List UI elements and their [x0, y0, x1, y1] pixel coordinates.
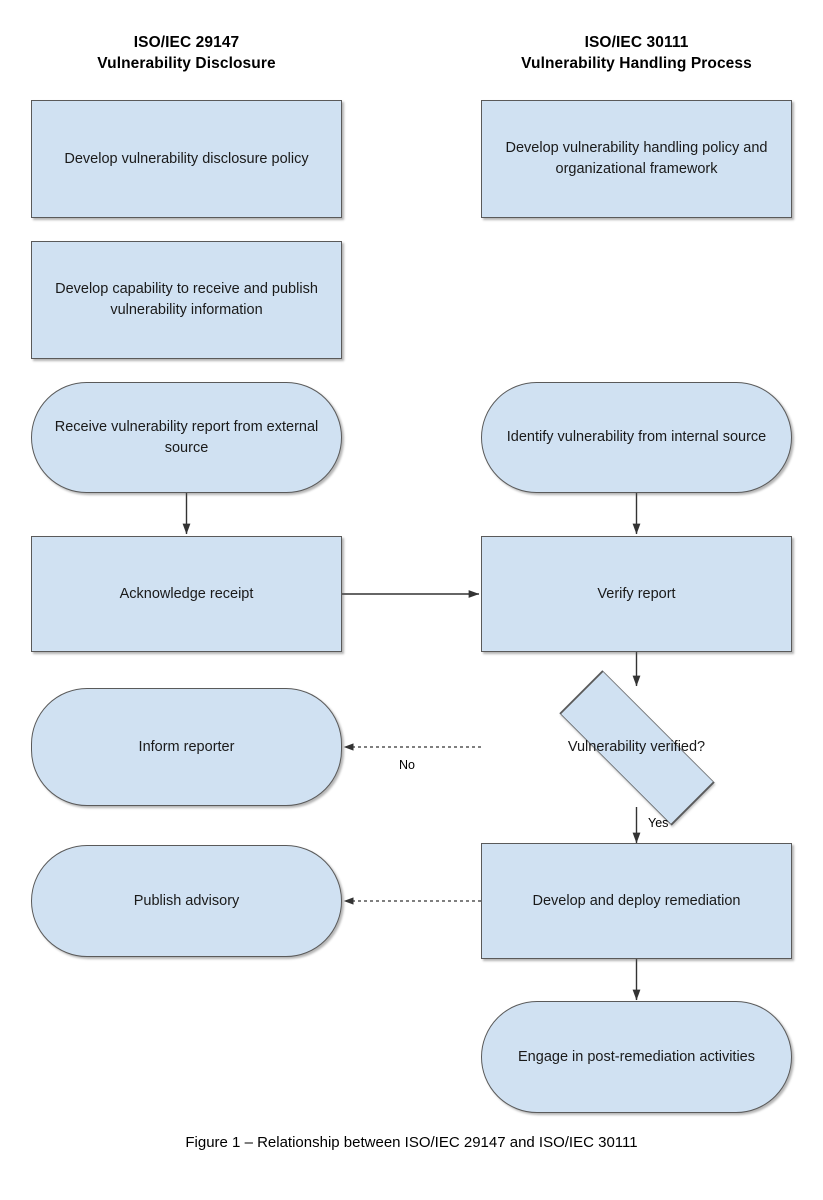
node-develop-remediation-label: Develop and deploy remediation [532, 892, 741, 909]
node-develop-policy-label: Develop vulnerability disclosure policy [64, 150, 309, 167]
edge-label-yes: Yes [648, 816, 669, 830]
node-identify-vulnerability[interactable]: Identify vulnerability from internal sou… [481, 382, 792, 493]
figure-caption: Figure 1 – Relationship between ISO/IEC … [185, 1134, 638, 1151]
column-header-right-title: Vulnerability Handling Process [521, 55, 752, 72]
node-verify-report-label: Verify report [597, 585, 676, 602]
node-acknowledge-receipt[interactable]: Acknowledge receipt [31, 536, 342, 652]
column-header-right: ISO/IEC 30111 Vulnerability Handling Pro… [481, 32, 792, 74]
node-receive-report[interactable]: Receive vulnerability report from extern… [31, 382, 342, 493]
node-develop-capability-label: Develop capability to receive and publis… [55, 281, 318, 318]
column-header-right-standard: ISO/IEC 30111 [584, 34, 689, 51]
node-receive-report-label: Receive vulnerability report from extern… [54, 418, 319, 456]
node-acknowledge-receipt-label: Acknowledge receipt [119, 585, 254, 602]
column-header-left-title: Vulnerability Disclosure [97, 55, 276, 72]
column-header-left: ISO/IEC 29147 Vulnerability Disclosure [31, 32, 342, 74]
node-develop-capability[interactable]: Develop capability to receive and publis… [31, 241, 342, 359]
node-vulnerability-verified[interactable]: Vulnerability verified? [481, 670, 792, 827]
node-develop-remediation[interactable]: Develop and deploy remediation [481, 843, 792, 959]
edge-label-no: No [399, 758, 415, 772]
node-verify-report[interactable]: Verify report [481, 536, 792, 652]
node-develop-policy[interactable]: Develop vulnerability disclosure policy [31, 100, 342, 218]
node-inform-reporter[interactable]: Inform reporter [31, 688, 342, 806]
node-post-remediation-label: Engage in post-remediation activities [518, 1048, 755, 1065]
node-publish-advisory[interactable]: Publish advisory [31, 845, 342, 957]
node-post-remediation[interactable]: Engage in post-remediation activities [481, 1001, 792, 1113]
node-vulnerability-verified-label: Vulnerability verified? [567, 739, 706, 755]
node-inform-reporter-label: Inform reporter [138, 738, 235, 755]
node-develop-handling-policy[interactable]: Develop vulnerability handling policy an… [481, 100, 792, 218]
node-publish-advisory-label: Publish advisory [133, 892, 240, 909]
node-identify-vulnerability-label: Identify vulnerability from internal sou… [506, 429, 767, 445]
column-header-left-standard: ISO/IEC 29147 [133, 34, 240, 51]
node-develop-handling-policy-label: Develop vulnerability handling policy an… [505, 140, 768, 177]
